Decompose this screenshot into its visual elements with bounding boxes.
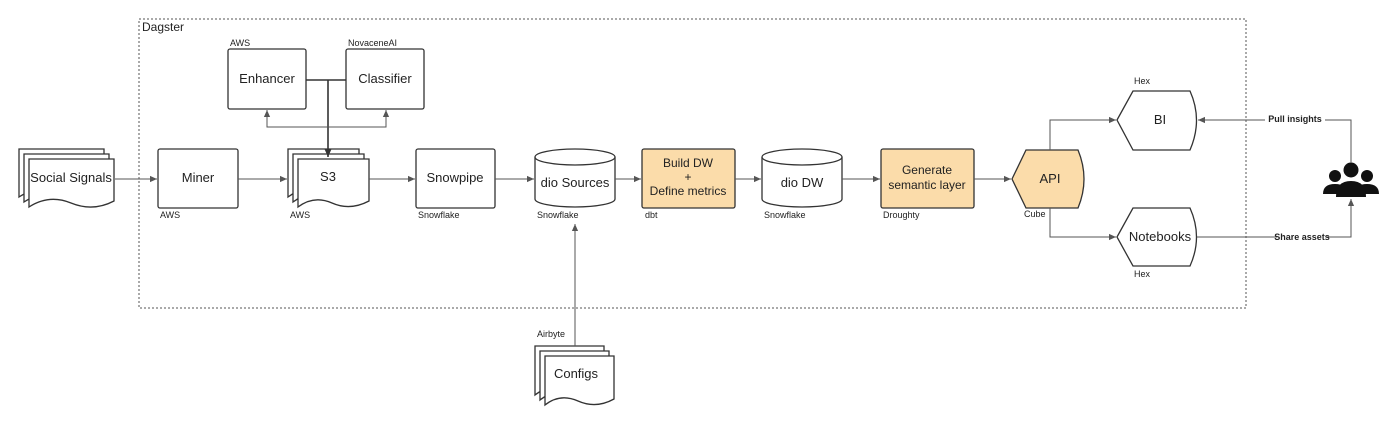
classifier-node[interactable]: Classifier NovaceneAI (345, 38, 425, 110)
build-dw-line1: Build DW (663, 156, 714, 170)
build-dw-node[interactable]: Build DW + Define metrics dbt (641, 148, 736, 220)
dio-sources-label: dio Sources (541, 175, 610, 190)
notebooks-label: Notebooks (1129, 229, 1192, 244)
bi-node[interactable]: BI Hex (1116, 76, 1198, 151)
dio-sources-tag: Snowflake (537, 210, 579, 220)
configs-node[interactable]: Configs Airbyte (534, 329, 615, 407)
api-label: API (1040, 171, 1061, 186)
edge-users-bi (1198, 116, 1352, 163)
build-dw-line2: + (684, 170, 691, 184)
snowpipe-tag: Snowflake (418, 210, 460, 220)
notebooks-node[interactable]: Notebooks Hex (1116, 207, 1198, 279)
dagster-frame: Dagster (138, 18, 1247, 309)
bi-tag: Hex (1134, 76, 1151, 86)
miner-tag: AWS (160, 210, 180, 220)
frame-title: Dagster (142, 20, 184, 34)
s3-tag: AWS (290, 210, 310, 220)
semantic-line1: Generate (902, 163, 952, 177)
pull-insights-label: Pull insights (1268, 114, 1322, 124)
semantic-line2: semantic layer (888, 178, 965, 192)
dio-sources-node[interactable]: dio Sources Snowflake (534, 148, 616, 220)
edge-labels: Pull insights Share assets (1265, 112, 1330, 244)
dio-dw-tag: Snowflake (764, 210, 806, 220)
dio-dw-node[interactable]: dio DW Snowflake (761, 148, 843, 220)
social-signals-label: Social Signals (30, 170, 112, 185)
edge-s3-enrichers (263, 110, 390, 128)
edge-api-bi (1049, 116, 1116, 150)
enhancer-label: Enhancer (239, 71, 295, 86)
users-group-icon (1323, 162, 1379, 197)
share-assets-label: Share assets (1274, 232, 1330, 242)
enhancer-node[interactable]: Enhancer AWS (227, 38, 307, 110)
snowpipe-node[interactable]: Snowpipe Snowflake (415, 148, 496, 220)
social-signals-node[interactable]: Social Signals (18, 148, 115, 209)
edge-api-notebooks (1049, 208, 1116, 241)
notebooks-tag: Hex (1134, 269, 1151, 279)
build-dw-tag: dbt (645, 210, 658, 220)
s3-label: S3 (320, 169, 336, 184)
configs-label: Configs (554, 366, 599, 381)
miner-node[interactable]: Miner AWS (157, 148, 239, 220)
edges (115, 79, 1355, 346)
enhancer-tag: AWS (230, 38, 250, 48)
bi-label: BI (1154, 112, 1166, 127)
api-tag: Cube (1024, 209, 1046, 219)
classifier-label: Classifier (358, 71, 412, 86)
s3-node[interactable]: S3 AWS (287, 148, 370, 220)
dio-dw-label: dio DW (781, 175, 824, 190)
snowpipe-label: Snowpipe (426, 170, 483, 185)
miner-label: Miner (182, 170, 215, 185)
build-dw-line3: Define metrics (650, 184, 727, 198)
semantic-tag: Droughty (883, 210, 920, 220)
classifier-tag: NovaceneAI (348, 38, 397, 48)
api-node[interactable]: API Cube (1011, 149, 1085, 219)
configs-tag: Airbyte (537, 329, 565, 339)
edge-notebooks-users (1197, 199, 1355, 238)
semantic-layer-node[interactable]: Generate semantic layer Droughty (880, 148, 975, 220)
